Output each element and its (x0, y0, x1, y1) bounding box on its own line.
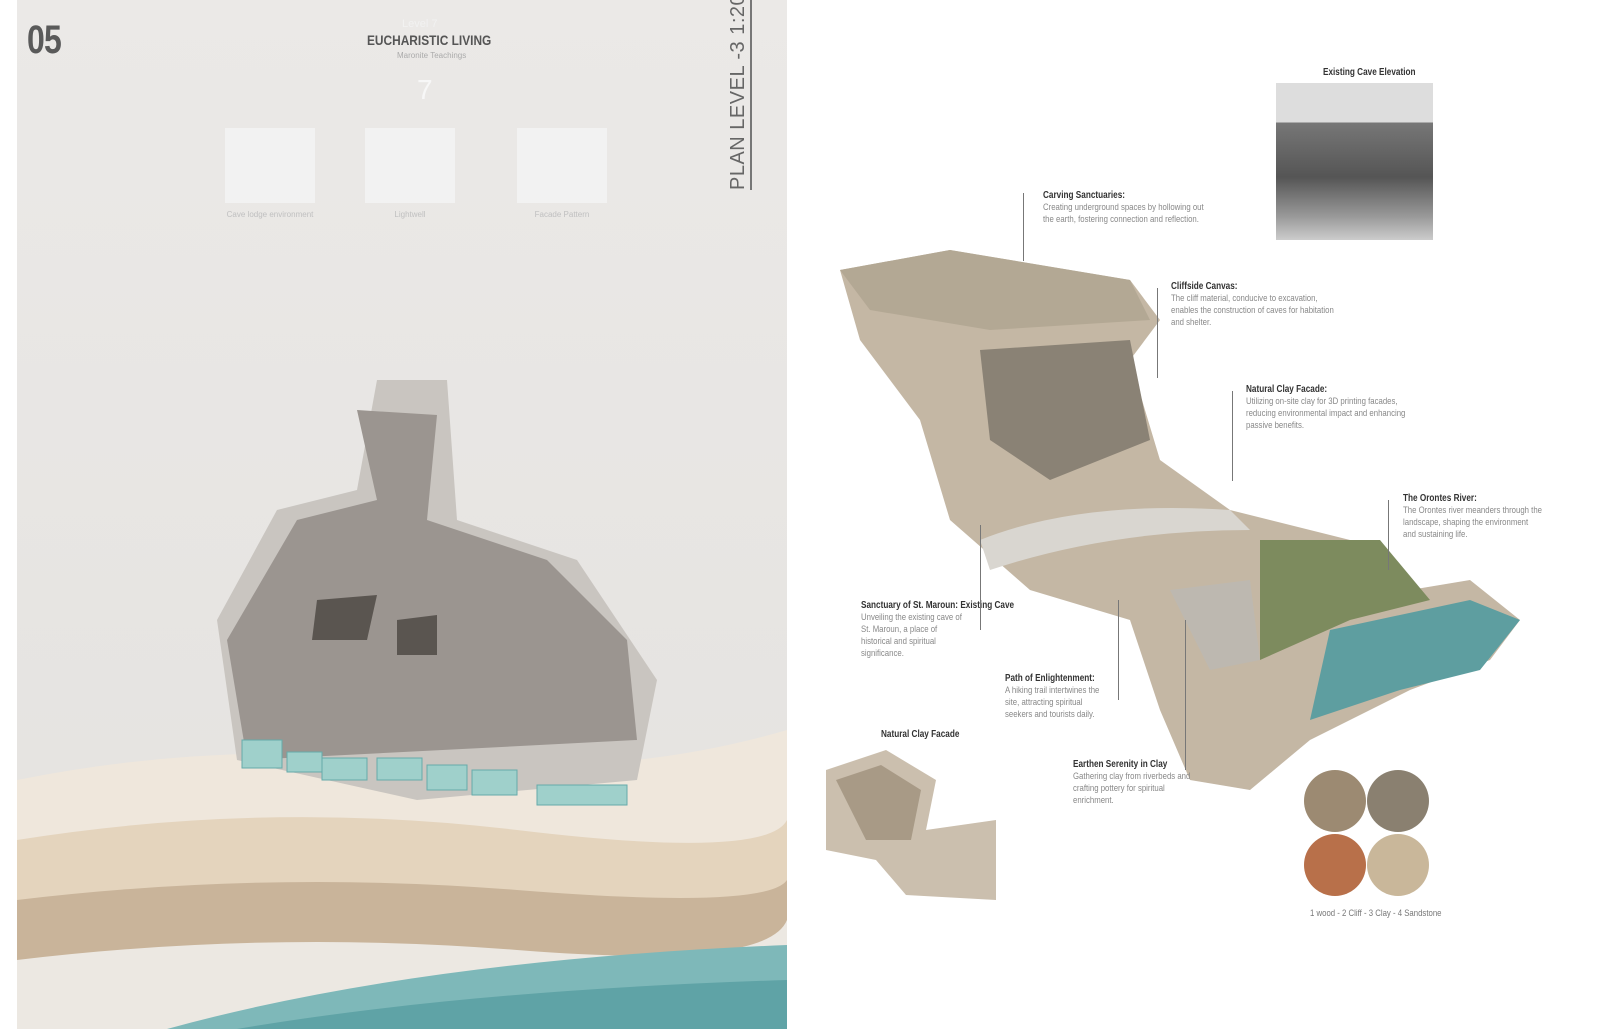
sheet-title: EUCHARISTIC LIVING (367, 32, 492, 48)
annotation-text: Gathering clay from riverbeds and crafti… (1073, 771, 1191, 806)
sheet-subtitle: Maronite Teachings (397, 51, 467, 60)
annotation-title: Natural Clay Facade: (1246, 384, 1328, 395)
annotation-title: Cliffside Canvas: (1171, 281, 1238, 292)
facade-title: Natural Clay Facade (881, 729, 960, 740)
plan-label: PLAN LEVEL -3 1:200 (727, 0, 752, 190)
annotation-title: Path of Enlightenment: (1005, 673, 1095, 684)
elevation-title: Existing Cave Elevation (1323, 67, 1416, 78)
diagram-caption: Lightwell (394, 210, 426, 219)
leader-line (980, 525, 981, 630)
diagram-facade-pattern (517, 128, 607, 203)
annotation-title: Earthen Serenity in Clay (1073, 759, 1168, 770)
annotation-title: Carving Sanctuaries: (1043, 190, 1126, 201)
annotation-text: The cliff material, conducive to excavat… (1171, 293, 1334, 328)
site-plan-drawing (17, 380, 787, 1029)
annotation-title: Sanctuary of St. Maroun: Existing Cave (861, 600, 1015, 611)
annotation-text: The Orontes river meanders through the l… (1403, 505, 1543, 540)
cliff-axonometric (840, 250, 1520, 790)
annotation-text: A hiking trail intertwines the site, att… (1005, 685, 1100, 720)
left-sheet: 05 Level 7 EUCHARISTIC LIVING Maronite T… (17, 0, 787, 1029)
material-swatch-cliff (1367, 770, 1429, 832)
annotation-text: Utilizing on-site clay for 3D printing f… (1246, 396, 1406, 431)
clay-facade-render (826, 750, 996, 900)
page-number: 05 (27, 18, 62, 62)
leader-line (1157, 288, 1158, 378)
material-swatch-clay (1304, 834, 1366, 896)
diagram-caption: Facade Pattern (534, 210, 590, 219)
leader-line (1118, 600, 1119, 700)
annotation-text: Creating underground spaces by hollowing… (1043, 202, 1204, 225)
count-number: 7 (417, 74, 433, 105)
diagram-cave-lodge (225, 128, 315, 203)
leader-line (1023, 193, 1024, 261)
annotation-text: Unveiling the existing cave of St. Marou… (861, 612, 962, 659)
leader-line (1232, 391, 1233, 481)
materials-caption: 1 wood - 2 Cliff - 3 Clay - 4 Sandstone (1310, 908, 1442, 919)
material-swatch-wood (1304, 770, 1366, 832)
annotation-title: The Orontes River: (1403, 493, 1477, 504)
level-label: Level 7 (402, 18, 438, 30)
cave-elevation-photo (1276, 83, 1433, 240)
leader-line (1388, 500, 1389, 570)
diagram-caption: Cave lodge environment (226, 210, 314, 219)
diagram-lightwell (365, 128, 455, 203)
leader-line (1185, 620, 1186, 770)
material-swatch-sandstone (1367, 834, 1429, 896)
